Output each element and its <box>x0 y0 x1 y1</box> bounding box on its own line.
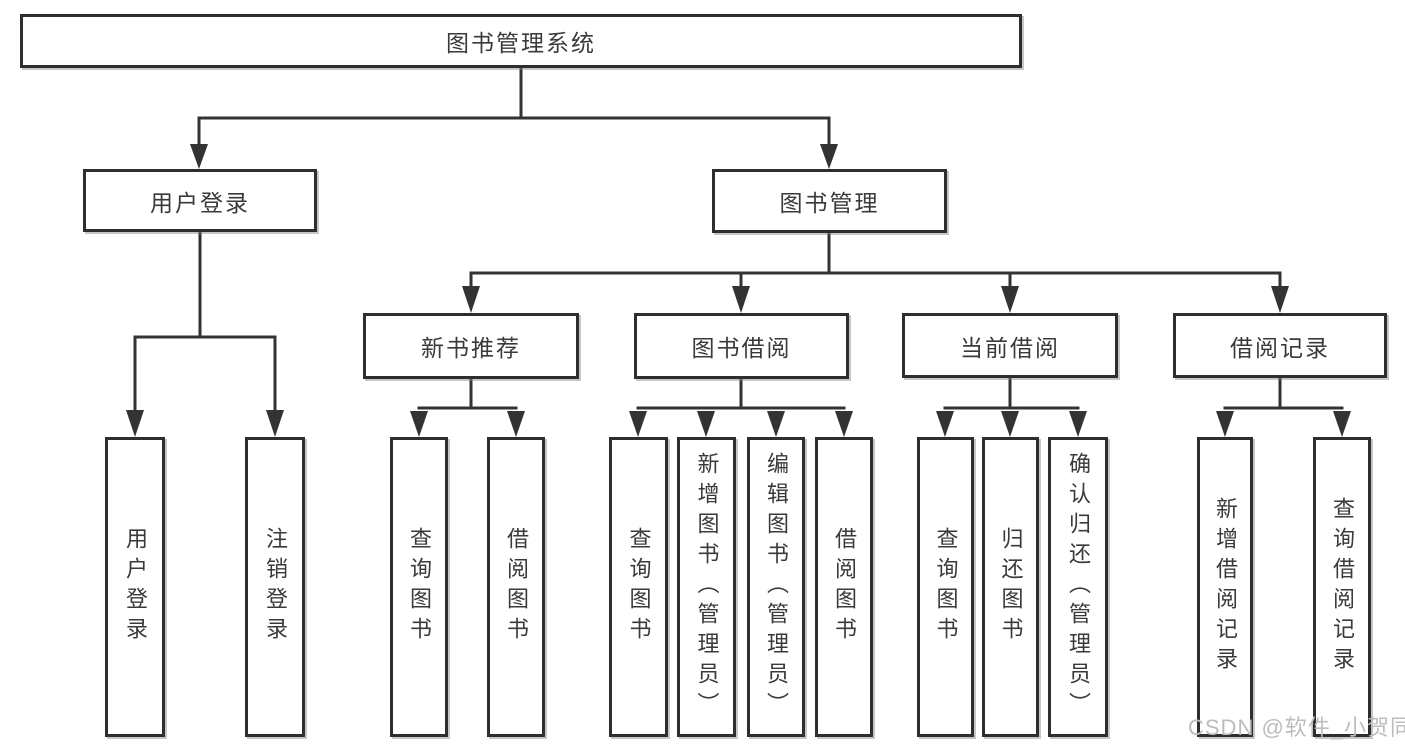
node-library-system: 图书管理系统 <box>20 14 1022 68</box>
node-book-borrow-label: 图书借阅 <box>691 335 792 361</box>
leaf-logout-label: 注销登录 <box>263 527 288 647</box>
leaf-borrow-edit-books-admin: 编辑图书（管理员） <box>747 437 805 737</box>
leaf-borrow-add-books-admin-label: 新增图书（管理员） <box>694 452 720 722</box>
leaf-current-return-books-label: 归还图书 <box>998 527 1024 647</box>
node-new-book-recommend-label: 新书推荐 <box>421 335 521 361</box>
leaf-borrow-query-books: 查询图书 <box>609 437 668 737</box>
leaf-user-login-label: 用户登录 <box>123 527 148 647</box>
leaf-current-confirm-return-admin: 确认归还（管理员） <box>1048 437 1108 737</box>
node-current-borrow-label: 当前借阅 <box>960 334 1060 361</box>
node-book-management: 图书管理 <box>712 169 947 233</box>
leaf-records-query-record: 查询借阅记录 <box>1313 437 1371 737</box>
leaf-logout: 注销登录 <box>245 437 305 737</box>
node-borrow-records: 借阅记录 <box>1173 313 1387 378</box>
leaf-recommend-query-books: 查询图书 <box>390 437 448 737</box>
leaf-user-login: 用户登录 <box>105 437 165 737</box>
node-book-management-label: 图书管理 <box>779 190 880 216</box>
leaf-borrow-query-books-label: 查询图书 <box>626 527 652 647</box>
leaf-recommend-borrow-books-label: 借阅图书 <box>504 527 529 647</box>
leaf-borrow-borrow-books-label: 借阅图书 <box>832 527 857 647</box>
leaf-current-confirm-return-admin-label: 确认归还（管理员） <box>1066 452 1091 722</box>
leaf-recommend-borrow-books: 借阅图书 <box>487 437 545 737</box>
leaf-records-add-record: 新增借阅记录 <box>1197 437 1253 737</box>
leaf-records-query-record-label: 查询借阅记录 <box>1330 497 1355 677</box>
leaf-current-query-books: 查询图书 <box>917 437 974 737</box>
node-user-login-branch: 用户登录 <box>83 169 317 232</box>
leaf-current-query-books-label: 查询图书 <box>933 527 959 647</box>
leaf-borrow-borrow-books: 借阅图书 <box>815 437 873 737</box>
leaf-records-add-record-label: 新增借阅记录 <box>1213 497 1238 677</box>
node-user-login-branch-label: 用户登录 <box>150 189 250 216</box>
node-new-book-recommend: 新书推荐 <box>363 313 579 379</box>
node-borrow-records-label: 借阅记录 <box>1230 334 1330 361</box>
node-library-system-label: 图书管理系统 <box>446 30 596 56</box>
csdn-watermark: CSDN @软件_小贺同学 <box>1188 715 1405 740</box>
leaf-borrow-add-books-admin: 新增图书（管理员） <box>677 437 736 737</box>
leaf-borrow-edit-books-admin-label: 编辑图书（管理员） <box>764 452 789 722</box>
node-book-borrow: 图书借阅 <box>634 313 849 379</box>
node-current-borrow: 当前借阅 <box>902 313 1118 378</box>
leaf-recommend-query-books-label: 查询图书 <box>407 527 432 647</box>
leaf-current-return-books: 归还图书 <box>982 437 1039 737</box>
